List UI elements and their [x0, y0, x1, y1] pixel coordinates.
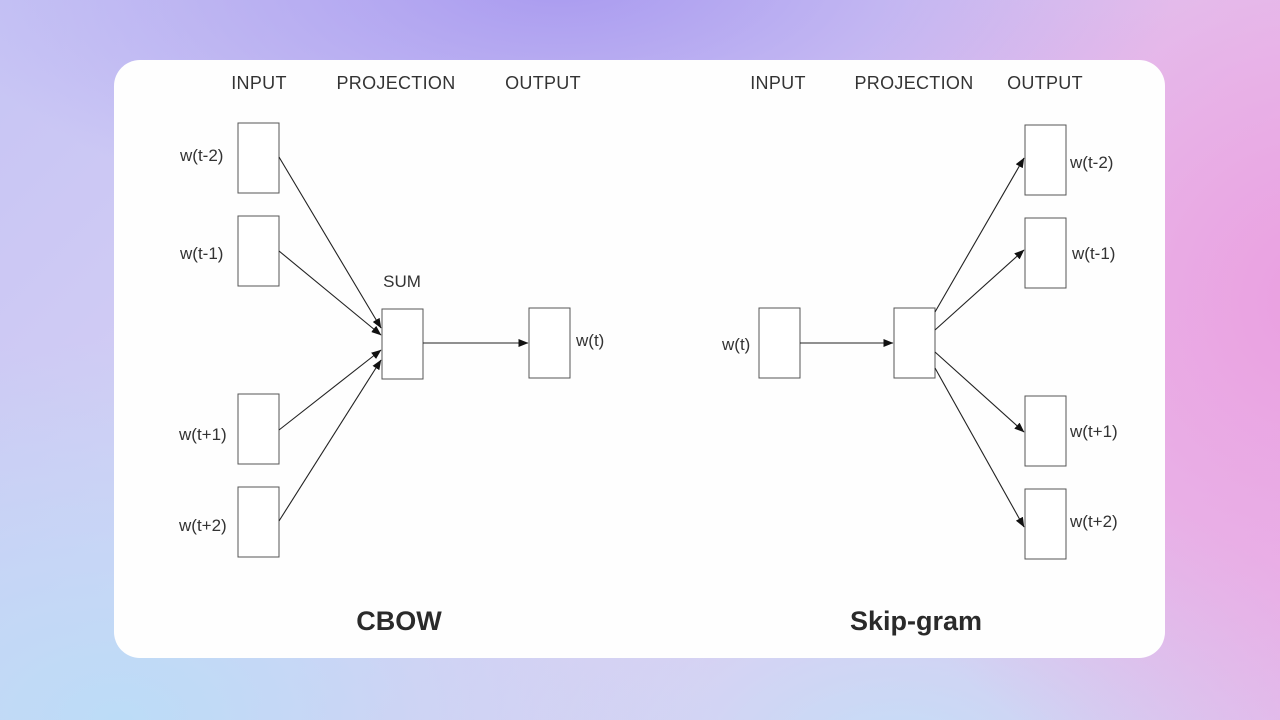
cbow-projection-header: PROJECTION	[336, 73, 455, 93]
cbow-output-label: w(t)	[575, 331, 604, 350]
cbow-arrow-4	[278, 359, 382, 522]
skipgram-output-label-3: w(t+1)	[1069, 422, 1118, 441]
cbow-input-box-4	[237, 486, 280, 558]
cbow-input-label-2: w(t-1)	[179, 244, 223, 263]
skipgram-output-label-1: w(t-2)	[1069, 153, 1113, 172]
skipgram-arrow-1	[934, 157, 1025, 313]
cbow-input-box-2	[237, 215, 280, 287]
skipgram-output-box-3	[1024, 395, 1067, 467]
cbow-input-box-3	[237, 393, 280, 465]
cbow-diagram: INPUT PROJECTION OUTPUT w(t-2) w(t-1) w(…	[178, 73, 604, 636]
cbow-arrow-2	[278, 250, 382, 336]
cbow-input-header: INPUT	[231, 73, 287, 93]
skipgram-diagram: INPUT PROJECTION OUTPUT w(t) w(t-2) w(t-…	[721, 73, 1118, 636]
cbow-input-label-4: w(t+2)	[178, 516, 227, 535]
skipgram-output-label-2: w(t-1)	[1071, 244, 1115, 263]
cbow-output-box	[528, 307, 571, 379]
skipgram-output-box-2	[1024, 217, 1067, 289]
skipgram-input-label: w(t)	[721, 335, 750, 354]
skipgram-output-box-1	[1024, 124, 1067, 196]
skipgram-input-box	[758, 307, 801, 379]
skipgram-output-header: OUTPUT	[1007, 73, 1083, 93]
skipgram-arrow-2	[934, 249, 1025, 331]
diagram-card	[114, 60, 1165, 658]
skipgram-input-header: INPUT	[750, 73, 806, 93]
cbow-projection-box	[381, 308, 424, 380]
skipgram-title: Skip-gram	[850, 606, 982, 636]
cbow-input-box-1	[237, 122, 280, 194]
cbow-input-label-1: w(t-2)	[179, 146, 223, 165]
skipgram-arrow-3	[934, 351, 1025, 433]
skipgram-output-label-4: w(t+2)	[1069, 512, 1118, 531]
cbow-output-header: OUTPUT	[505, 73, 581, 93]
cbow-arrow-1	[278, 156, 382, 329]
cbow-input-label-3: w(t+1)	[178, 425, 227, 444]
skipgram-projection-header: PROJECTION	[854, 73, 973, 93]
cbow-title: CBOW	[356, 606, 442, 636]
skipgram-output-box-4	[1024, 488, 1067, 560]
cbow-sum-label: SUM	[383, 272, 421, 291]
cbow-arrow-3	[278, 349, 382, 431]
skipgram-arrow-4	[934, 367, 1025, 528]
skipgram-projection-box	[893, 307, 936, 379]
